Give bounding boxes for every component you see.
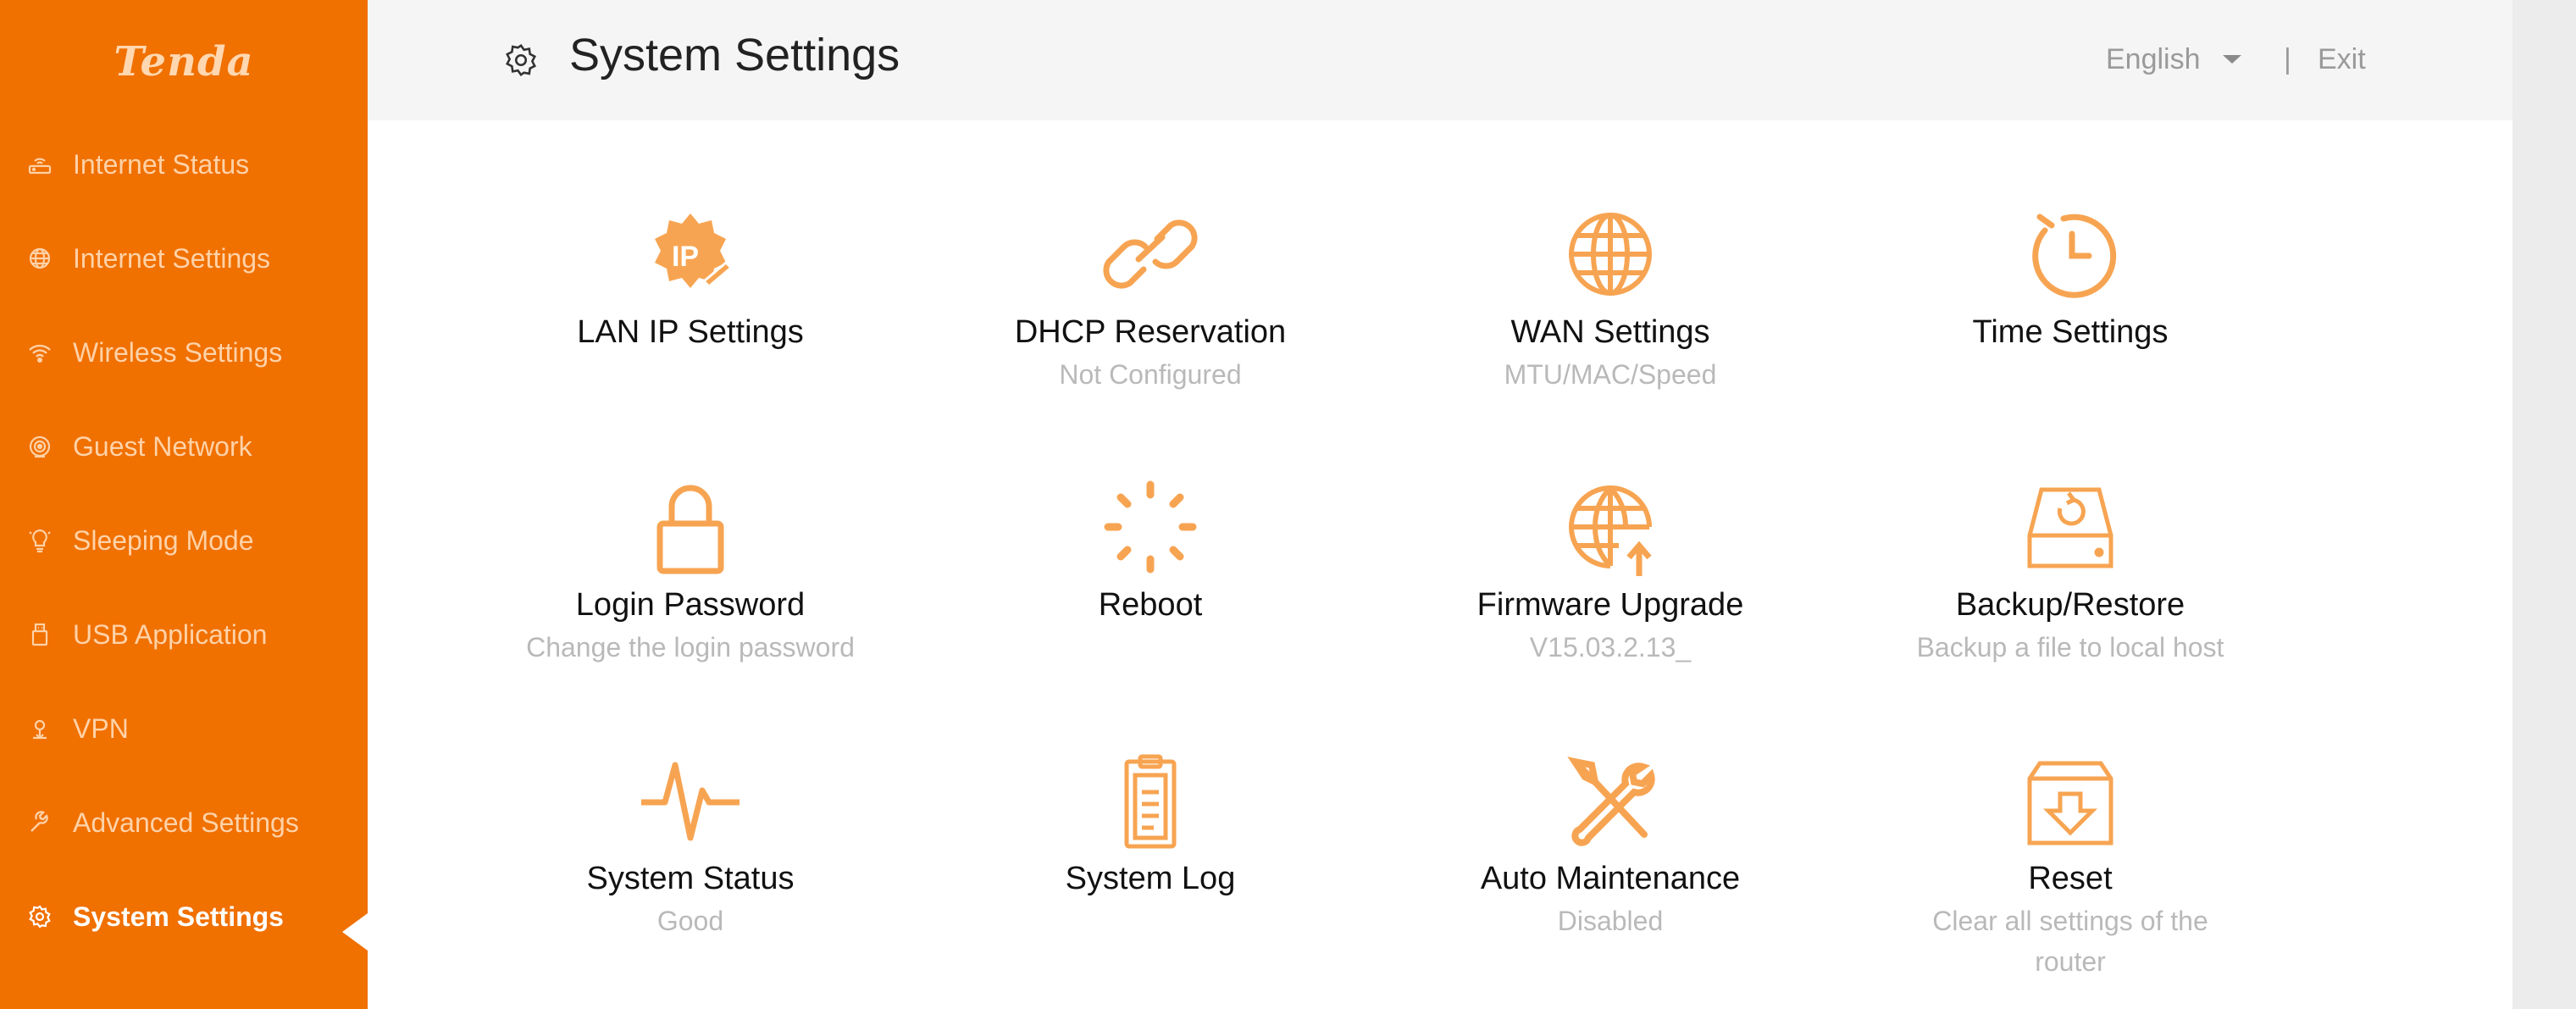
- tile-system-status[interactable]: System Status Good: [470, 750, 911, 941]
- tile-label: WAN Settings: [1510, 314, 1710, 350]
- tile-time-settings[interactable]: Time Settings: [1850, 203, 2291, 352]
- tile-status: V15.03.2.13_: [1529, 632, 1692, 663]
- tile-dhcp-reservation[interactable]: DHCP Reservation Not Configured: [930, 203, 1371, 395]
- tile-status: Not Configured: [1059, 359, 1242, 390]
- tile-status: MTU/MAC/Speed: [1504, 359, 1717, 390]
- lock-icon: [656, 485, 724, 574]
- tenda-logo: Tenda: [114, 38, 254, 86]
- sidebar-item-usb-application[interactable]: USB Application: [0, 601, 368, 668]
- tile-label: LAN IP Settings: [577, 314, 804, 350]
- sidebar-item-label: USB Application: [73, 618, 268, 650]
- sidebar-item-label: Advanced Settings: [73, 807, 299, 838]
- globe-upload-icon: [1569, 485, 1652, 576]
- sleep-bulb-icon: [25, 526, 54, 555]
- wrench-icon: [25, 808, 54, 837]
- tile-reboot[interactable]: Reboot: [930, 476, 1371, 625]
- globe-icon: [25, 244, 54, 273]
- sidebar-item-label: System Settings: [73, 901, 284, 932]
- wifi-icon: [25, 338, 54, 367]
- tile-label: Firmware Upgrade: [1476, 587, 1744, 623]
- gear-icon: [25, 902, 54, 931]
- sidebar-item-label: Wireless Settings: [73, 336, 283, 368]
- tile-reset[interactable]: Reset Clear all settings of the router: [1850, 750, 2291, 982]
- pulse-icon: [641, 762, 740, 841]
- tile-label: System Log: [1065, 861, 1236, 896]
- sidebar-item-label: Internet Status: [73, 148, 250, 180]
- vpn-icon: [25, 714, 54, 743]
- tools-icon: [1567, 757, 1655, 846]
- header-separator: |: [2284, 43, 2291, 75]
- right-scroll-area: [2512, 0, 2576, 1009]
- sidebar-item-label: Guest Network: [73, 430, 252, 462]
- language-value: English: [2106, 43, 2201, 75]
- usb-icon: [25, 620, 54, 649]
- guest-wifi-icon: [25, 432, 54, 461]
- caret-down-icon: [2222, 55, 2241, 64]
- tile-label: Time Settings: [1972, 314, 2169, 350]
- clock-icon: [2032, 213, 2117, 298]
- sidebar-item-advanced-settings[interactable]: Advanced Settings: [0, 789, 368, 857]
- tile-label: System Status: [586, 861, 795, 896]
- tile-label: Auto Maintenance: [1480, 861, 1741, 896]
- tile-label: Reset: [2028, 861, 2113, 896]
- sidebar-item-vpn[interactable]: VPN: [0, 695, 368, 762]
- page-header: System Settings English | Exit: [368, 0, 2512, 120]
- language-select[interactable]: English: [2106, 41, 2241, 78]
- tile-wan-settings[interactable]: WAN Settings MTU/MAC/Speed: [1390, 203, 1831, 395]
- tile-auto-maintenance[interactable]: Auto Maintenance Disabled: [1390, 750, 1831, 941]
- tile-status: Good: [656, 906, 724, 936]
- tile-firmware-upgrade[interactable]: Firmware Upgrade V15.03.2.13_: [1390, 476, 1831, 668]
- tile-label: Login Password: [575, 587, 806, 623]
- tile-lan-ip-settings[interactable]: IP LAN IP Settings: [470, 203, 911, 352]
- sidebar-item-internet-settings[interactable]: Internet Settings: [0, 225, 368, 292]
- reset-tray-icon: [2027, 761, 2113, 845]
- sidebar-item-wireless-settings[interactable]: Wireless Settings: [0, 319, 368, 386]
- tile-status: Backup a file to local host: [1916, 632, 2224, 663]
- exit-link[interactable]: Exit: [2318, 43, 2366, 75]
- link-icon: [1103, 219, 1198, 289]
- clipboard-log-icon: [1124, 754, 1177, 849]
- globe-icon: [1569, 213, 1652, 296]
- tile-status: Disabled: [1557, 906, 1664, 936]
- router-icon: [25, 150, 54, 179]
- sidebar-item-guest-network[interactable]: Guest Network: [0, 413, 368, 480]
- tile-status: Change the login password: [526, 632, 855, 663]
- tile-label: Reboot: [1098, 587, 1203, 623]
- tile-login-password[interactable]: Login Password Change the login password: [470, 476, 911, 668]
- sidebar-item-internet-status[interactable]: Internet Status: [0, 130, 368, 198]
- sidebar-item-label: VPN: [73, 712, 129, 744]
- tile-label: Backup/Restore: [1955, 587, 2185, 623]
- reboot-spinner-icon: [1104, 480, 1197, 574]
- svg-text:IP: IP: [672, 241, 699, 273]
- sidebar-item-sleeping-mode[interactable]: Sleeping Mode: [0, 507, 368, 574]
- gear-icon: [506, 43, 536, 77]
- tile-status: Clear all settings of the router: [1932, 906, 2208, 977]
- tile-backup-restore[interactable]: Backup/Restore Backup a file to local ho…: [1850, 476, 2291, 668]
- tile-system-log[interactable]: System Log: [930, 750, 1371, 899]
- page-title: System Settings: [569, 30, 900, 80]
- active-indicator: [342, 913, 368, 951]
- sidebar: Tenda Internet Status Internet Settings …: [0, 0, 368, 1009]
- lan-ip-gear-icon: IP: [655, 213, 734, 289]
- tile-label: DHCP Reservation: [1014, 314, 1287, 350]
- sidebar-item-label: Internet Settings: [73, 242, 271, 274]
- backup-drive-icon: [2027, 487, 2113, 568]
- sidebar-item-label: Sleeping Mode: [73, 524, 254, 556]
- sidebar-item-system-settings[interactable]: System Settings: [0, 883, 368, 951]
